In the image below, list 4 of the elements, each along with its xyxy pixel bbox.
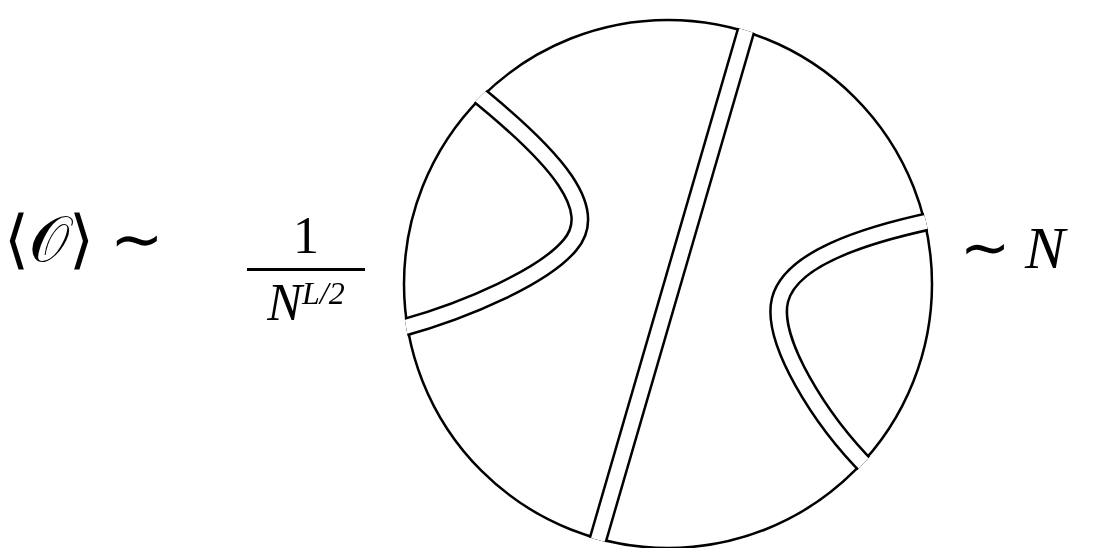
fraction-numerator: 1	[293, 210, 319, 262]
fraction-denominator: N$^{L/2}$	[267, 277, 345, 329]
expectation-value-symbol: ⟨𝒪⟩ ∼	[4, 208, 164, 272]
scaling-label: ∼ N	[960, 218, 1066, 278]
